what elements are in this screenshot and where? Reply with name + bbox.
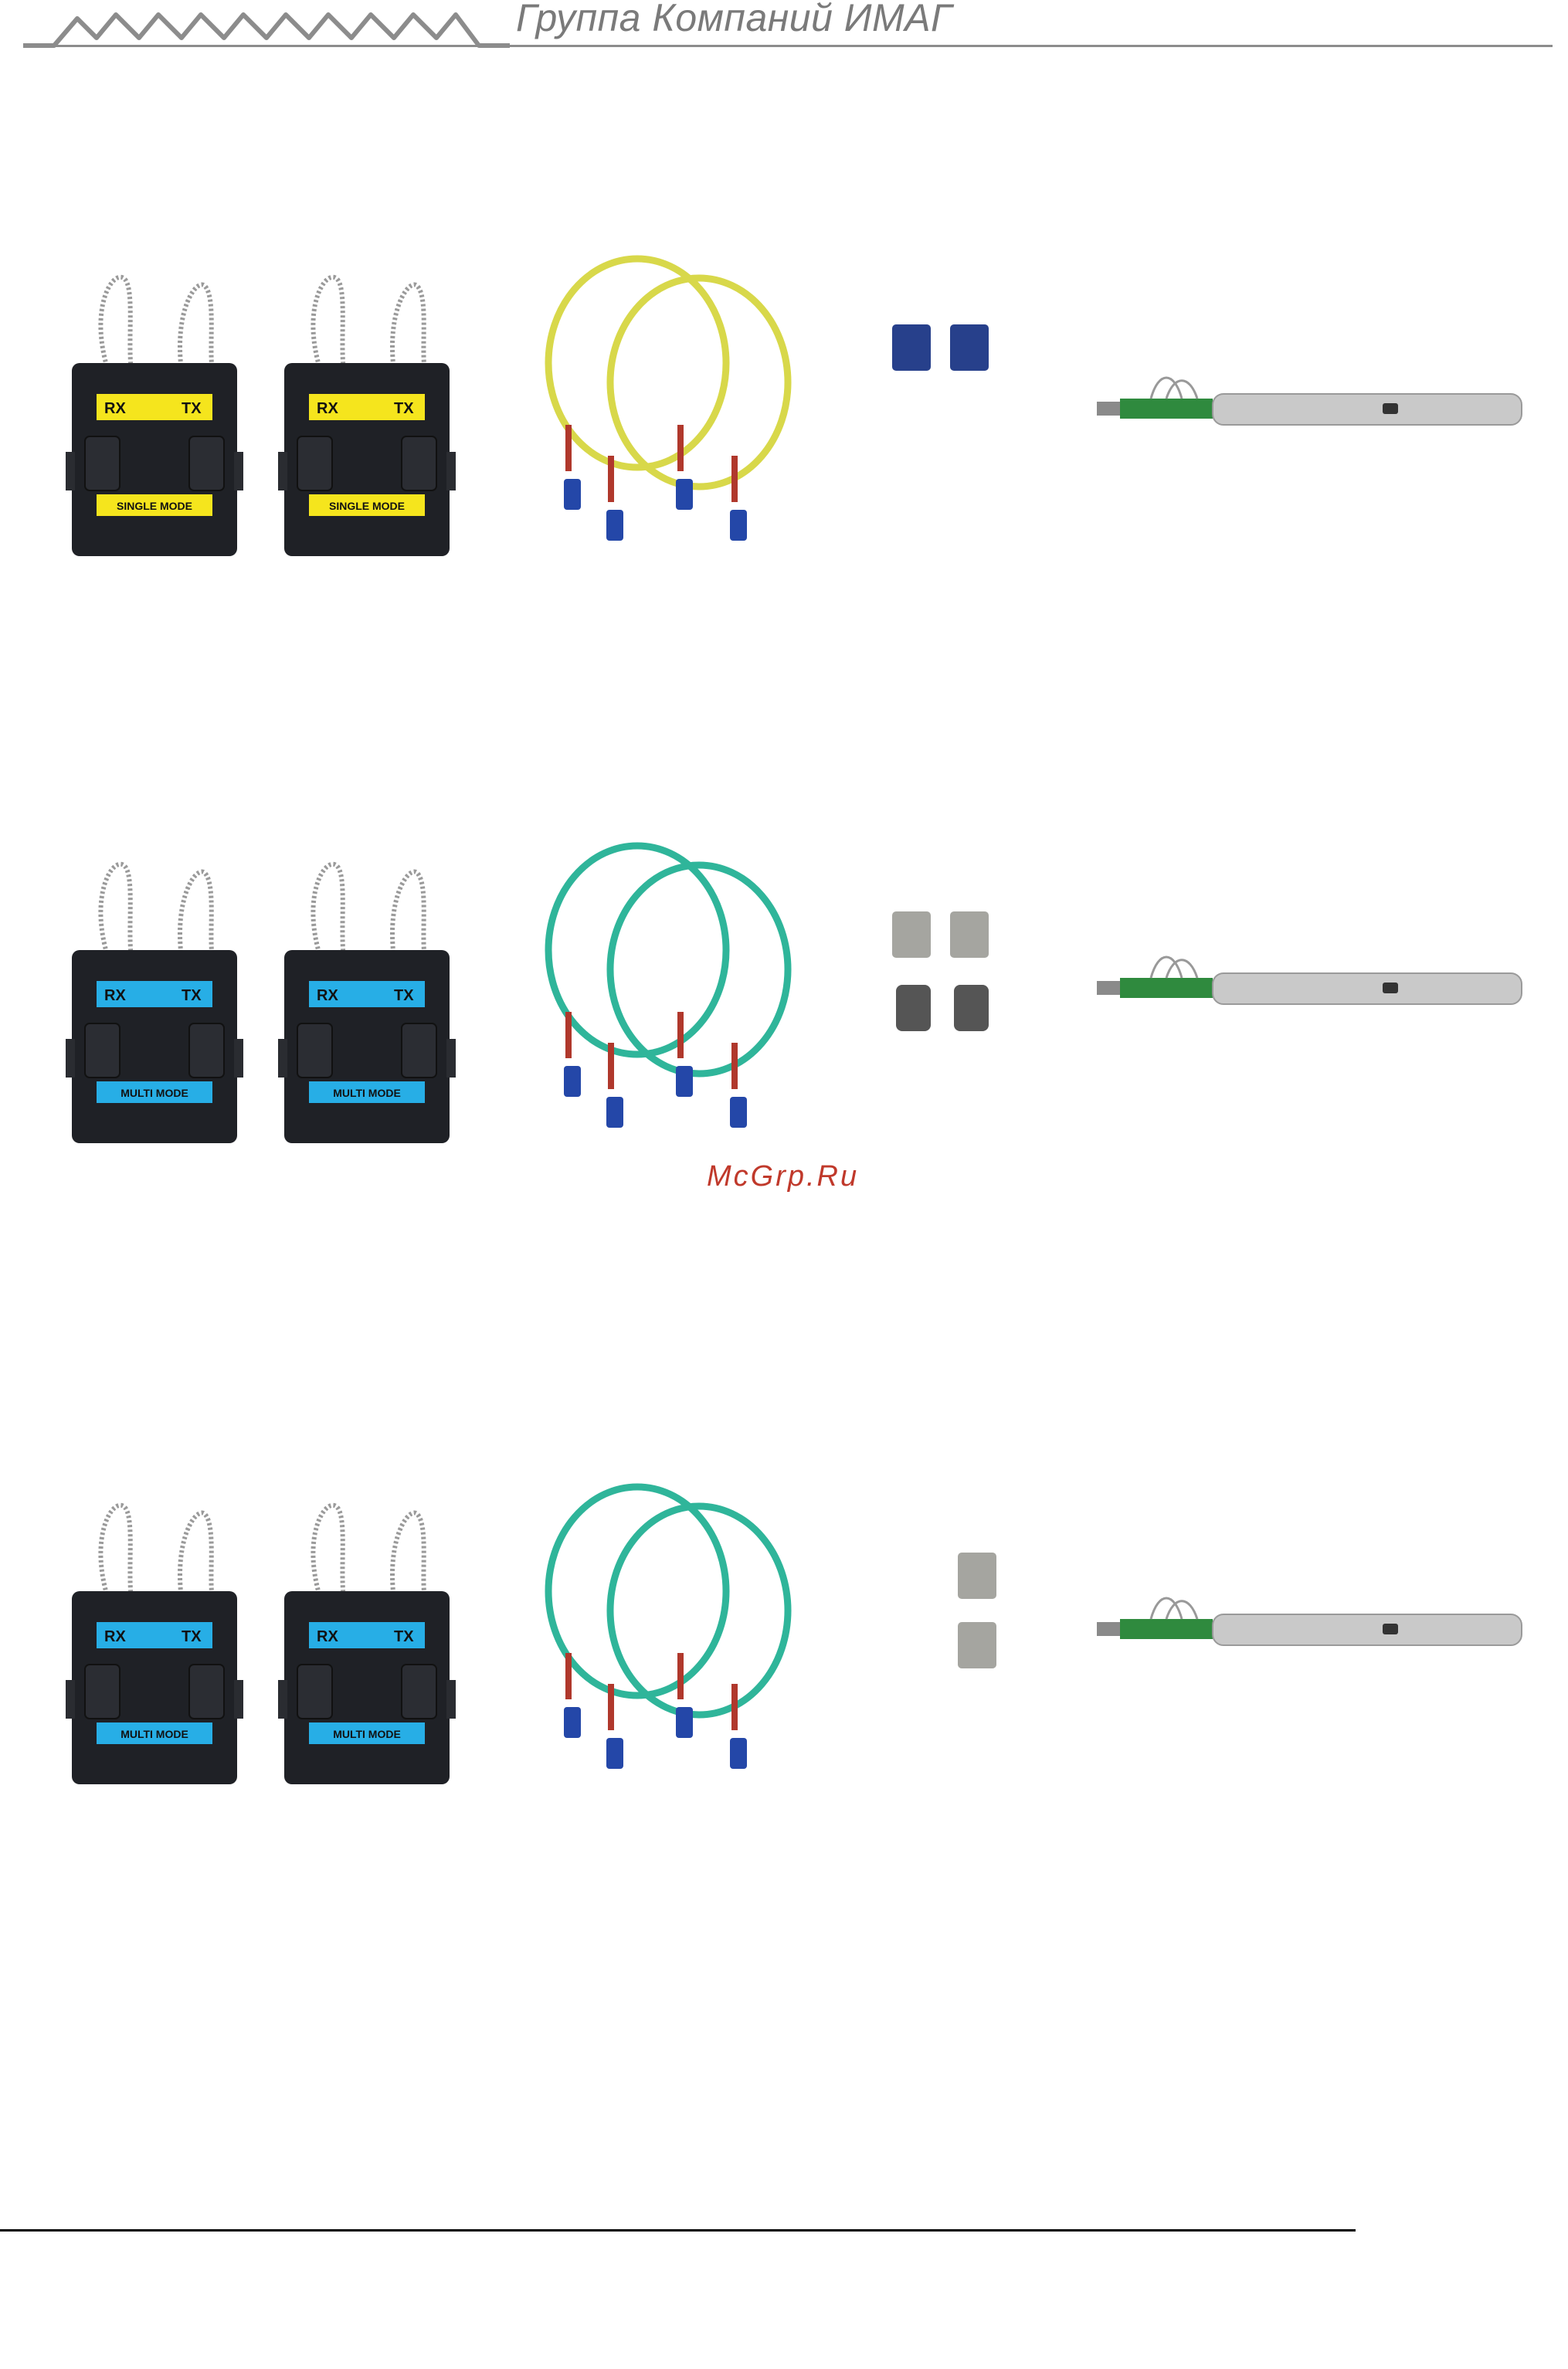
- test-module: RX TX MULTI MODE: [278, 850, 456, 1159]
- company-logo: [23, 3, 510, 49]
- port-tx-label: TX: [182, 987, 202, 1004]
- port-tx-label: TX: [182, 1628, 202, 1645]
- bead-chain-icon: [100, 1505, 212, 1599]
- adapter-icon: [884, 309, 1008, 479]
- bead-chain-icon: [100, 277, 212, 371]
- kit-row: RX TX MULTI MODE RX TX MULTI MODE: [0, 834, 1568, 1174]
- adapter-icon: [884, 896, 1008, 1066]
- test-module: RX TX MULTI MODE: [278, 1491, 456, 1800]
- bead-chain-icon: [313, 1505, 425, 1599]
- adapter-icon: [884, 1537, 1008, 1707]
- patch-cable-icon: [541, 247, 788, 572]
- mode-label-text: SINGLE MODE: [117, 500, 192, 512]
- mode-label-text: SINGLE MODE: [329, 500, 405, 512]
- bead-chain-icon: [100, 864, 212, 958]
- port-rx-label: RX: [104, 1628, 126, 1645]
- company-name: Группа Компаний ИМАГ: [516, 0, 952, 40]
- test-module: RX TX MULTI MODE: [66, 1491, 243, 1800]
- port-rx-label: RX: [317, 987, 338, 1004]
- port-rx-label: RX: [317, 400, 338, 417]
- mode-label-text: MULTI MODE: [333, 1087, 401, 1099]
- bead-chain-icon: [313, 864, 425, 958]
- kit-row: RX TX SINGLE MODE RX TX SINGLE MODE: [0, 247, 1568, 587]
- port-tx-label: TX: [394, 987, 414, 1004]
- page-header: Группа Компаний ИМАГ: [0, 0, 1568, 54]
- port-tx-label: TX: [182, 400, 202, 417]
- mode-label-text: MULTI MODE: [333, 1728, 401, 1740]
- port-rx-label: RX: [104, 987, 126, 1004]
- footer-divider: [0, 2229, 1356, 2232]
- watermark: McGrp.Ru: [707, 1160, 859, 1193]
- test-module: RX TX SINGLE MODE: [278, 263, 456, 572]
- fiber-cleaner-icon: [1097, 942, 1529, 1035]
- kit-row: RX TX MULTI MODE RX TX MULTI MODE: [0, 1475, 1568, 1815]
- mode-label-text: MULTI MODE: [120, 1728, 188, 1740]
- test-module: RX TX MULTI MODE: [66, 850, 243, 1159]
- patch-cable-icon: [541, 1475, 788, 1800]
- bead-chain-icon: [313, 277, 425, 371]
- test-module: RX TX SINGLE MODE: [66, 263, 243, 572]
- patch-cable-icon: [541, 834, 788, 1159]
- port-rx-label: RX: [317, 1628, 338, 1645]
- fiber-cleaner-icon: [1097, 363, 1529, 456]
- port-rx-label: RX: [104, 400, 126, 417]
- port-tx-label: TX: [394, 1628, 414, 1645]
- port-tx-label: TX: [394, 400, 414, 417]
- mode-label-text: MULTI MODE: [120, 1087, 188, 1099]
- fiber-cleaner-icon: [1097, 1583, 1529, 1676]
- header-divider: [23, 45, 1553, 47]
